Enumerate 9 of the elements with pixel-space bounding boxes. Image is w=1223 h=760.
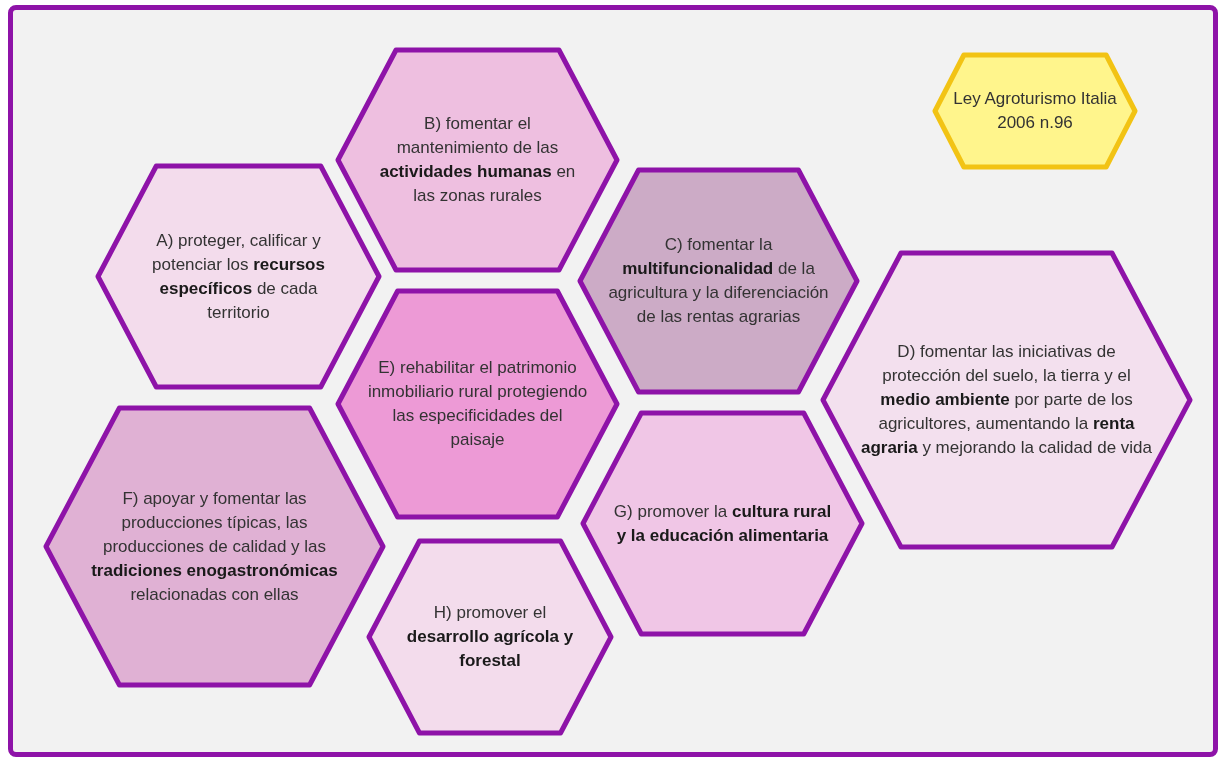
hexagon-text: Ley Agroturismo Italia 2006 n.96: [952, 88, 1118, 134]
hexagon-text: F) apoyar y fomentar las producciones típicas, las producciones de calidad y las tradiciones enogastronómicas relacionadas con ellas: [90, 487, 339, 606]
hexagon-text: B) fomentar el mantenimiento de las actividades humanas en las zonas rurales: [378, 113, 577, 207]
hexagon-text: D) fomentar las iniciativas de protección del suelo, la tierra y el medio ambiente por parte de los agricultores, aumentando la renta agraria y mejorando la calidad de vida: [859, 341, 1154, 459]
hexagon-text: A) proteger, calificar y potenciar los recursos específicos de cada territorio: [151, 229, 326, 324]
hexagon-text: C) fomentar la multifuncionalidad de la agricultura y la diferenciación de las rentas agrarias: [607, 234, 830, 328]
hexagon-text: E) rehabilitar el patrimonio inmobiliario rural protegiendo las especificidades del paisaje: [367, 357, 588, 451]
hexagon-text: G) promover la cultura rural y la educación alimentaria: [612, 500, 833, 547]
hexagon-text: H) promover el desarrollo agrícola y forestal: [405, 602, 575, 672]
